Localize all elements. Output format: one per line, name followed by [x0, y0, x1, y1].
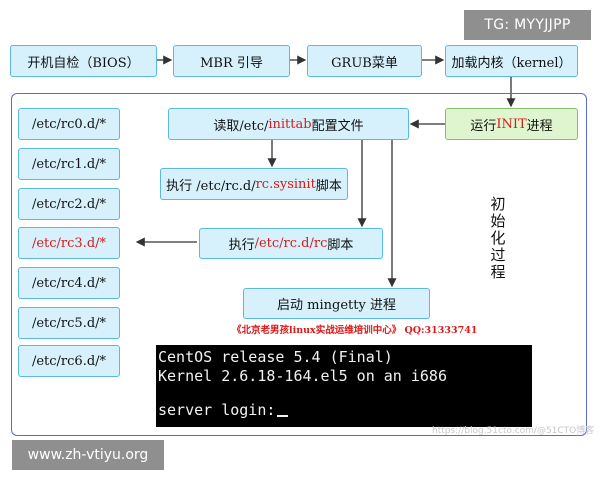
terminal-kernel-line: Kernel 2.6.18-164.el5 on an i686 — [158, 367, 447, 385]
watermark-url: www.zh-vtiyu.org — [12, 440, 164, 470]
watermark-blog: https://blog.51cto.com/@51CTO博客 — [432, 426, 595, 436]
run-rc-script-suffix: 脚本 — [327, 238, 354, 253]
run-rc-script-highlight: /etc/rc.d/rc — [254, 236, 328, 251]
terminal-release-line: CentOS release 5.4 (Final) — [158, 348, 393, 366]
init-process-frame — [11, 93, 587, 436]
mbr-boot-label: MBR 引导 — [200, 55, 263, 71]
run-init-highlight: INIT — [496, 116, 527, 132]
terminal-cursor — [277, 415, 289, 417]
runlevel-label: /etc/rc4.d/* — [31, 275, 107, 291]
run-init-suffix: 进程 — [526, 118, 553, 134]
vertical-char: 初 — [490, 195, 506, 213]
runlevel-box-rc4: /etc/rc4.d/* — [18, 267, 120, 299]
vertical-char: 始 — [490, 212, 506, 230]
read-inittab-suffix: 配置文件 — [311, 118, 364, 134]
start-mingetty-label: 启动 mingetty 进程 — [277, 298, 396, 313]
run-rc-script-prefix: 执行 — [228, 238, 255, 253]
runlevel-box-rc6: /etc/rc6.d/* — [18, 345, 120, 377]
watermark-tag: TG: MYYJJPP — [464, 10, 591, 40]
runlevel-label: /etc/rc1.d/* — [31, 156, 107, 172]
runlevel-label: /etc/rc2.d/* — [31, 196, 107, 212]
runlevel-box-rc3: /etc/rc3.d/* — [18, 227, 120, 259]
start-mingetty-box: 启动 mingetty 进程 — [243, 288, 430, 319]
run-sysinit-highlight: rc.sysinit — [255, 176, 316, 192]
run-init-prefix: 运行 — [470, 118, 497, 134]
runlevel-box-rc5: /etc/rc5.d/* — [18, 307, 120, 339]
initialization-vertical-label: 初 始 化 过 程 — [487, 196, 509, 281]
run-init-box: 运行 INIT 进程 — [445, 108, 578, 140]
run-sysinit-prefix: 执行 /etc/rc.d/ — [166, 178, 256, 194]
training-banner: 《北京老男孩linux实战运维培训中心》 QQ:31333741 — [232, 325, 478, 336]
vertical-char: 化 — [490, 229, 506, 247]
load-kernel-label: 加载内核（kernel） — [451, 55, 572, 71]
runlevel-box-rc2: /etc/rc2.d/* — [18, 188, 120, 220]
runlevel-box-rc0: /etc/rc0.d/* — [18, 108, 120, 140]
mbr-boot-box: MBR 引导 — [173, 45, 290, 77]
vertical-char: 程 — [490, 263, 506, 281]
grub-menu-label: GRUB菜单 — [331, 55, 398, 71]
runlevel-label: /etc/rc0.d/* — [31, 116, 107, 132]
load-kernel-box: 加载内核（kernel） — [445, 45, 578, 77]
grub-menu-box: GRUB菜单 — [307, 45, 422, 77]
login-terminal: CentOS release 5.4 (Final) Kernel 2.6.18… — [156, 345, 532, 427]
vertical-char: 过 — [490, 246, 506, 264]
runlevel-label: /etc/rc5.d/* — [31, 315, 107, 331]
read-inittab-prefix: 读取/etc/ — [213, 118, 269, 134]
run-sysinit-box: 执行 /etc/rc.d/rc.sysinit 脚本 — [160, 168, 348, 200]
bios-post-box: 开机自检（BIOS） — [10, 45, 157, 77]
runlevel-label: /etc/rc6.d/* — [31, 353, 107, 369]
run-sysinit-suffix: 脚本 — [315, 178, 342, 194]
read-inittab-highlight: inittab — [268, 116, 312, 132]
bios-post-label: 开机自检（BIOS） — [27, 55, 140, 71]
runlevel-box-rc1: /etc/rc1.d/* — [18, 148, 120, 180]
terminal-login-prompt: server login: — [158, 401, 276, 419]
runlevel-label-highlight: /etc/rc3.d/* — [31, 235, 107, 251]
